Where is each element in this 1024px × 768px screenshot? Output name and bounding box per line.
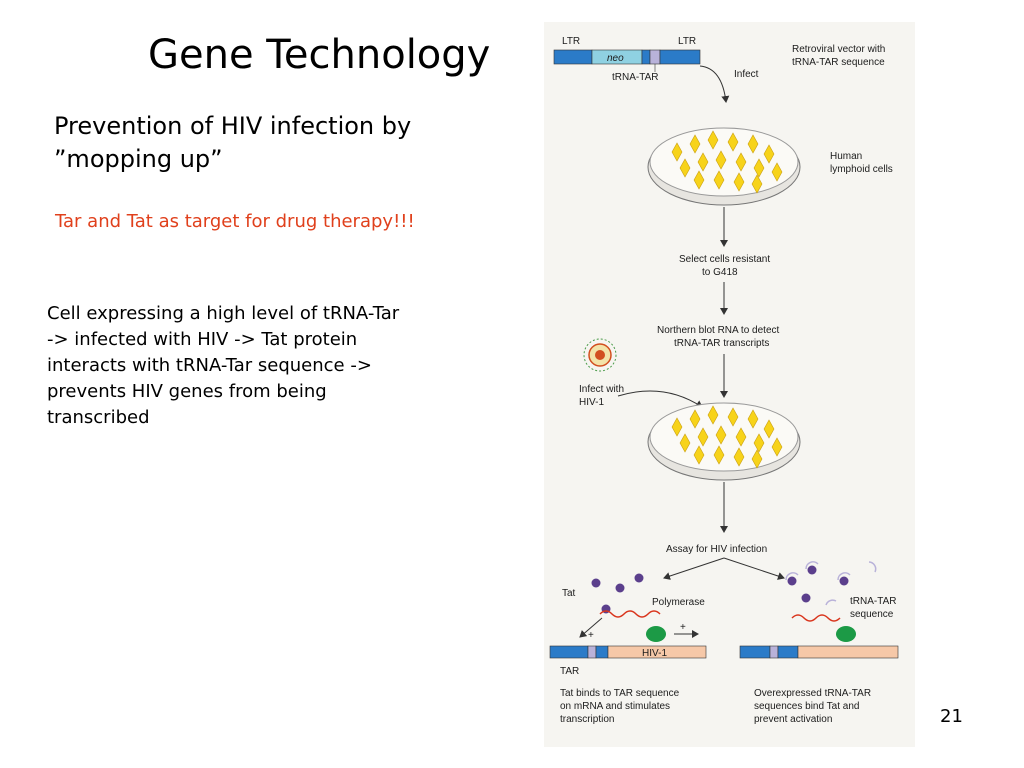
ltr-right-label: LTR [678, 36, 696, 47]
body-line-4: prevents HIV genes from being [47, 381, 327, 402]
trna-tar-vector-label: tRNA-TAR [612, 72, 658, 83]
subtitle: Prevention of HIV infection by ”mopping … [54, 110, 494, 176]
slide-title: Gene Technology [148, 32, 491, 78]
retroviral-caption-line-1: Retroviral vector with [792, 44, 885, 55]
figure-svg: LTR LTR neo tRNA-TAR Infect Retroviral v… [549, 36, 899, 725]
select-step-line-1: Select cells resistant [679, 254, 770, 265]
petri-dish-2 [647, 402, 801, 481]
retroviral-vector: LTR LTR neo tRNA-TAR Infect Retroviral v… [553, 36, 885, 103]
body-line-3: interacts with tRNA-Tar sequence -> [47, 355, 372, 376]
right-caption-line-3: prevent activation [754, 714, 832, 725]
drug-therapy-note: Tar and Tat as target for drug therapy!!… [55, 211, 415, 232]
retroviral-caption-line-2: tRNA-TAR sequence [792, 57, 885, 68]
northern-step-line-2: tRNA-TAR transcripts [674, 338, 769, 349]
left-caption-line-2: on mRNA and stimulates [560, 701, 670, 712]
infect-hiv-line-2: HIV-1 [579, 397, 604, 408]
body-line-5: transcribed [47, 407, 150, 428]
lymphoid-caption-line-1: Human [830, 151, 862, 162]
body-text: Cell expressing a high level of tRNA-Tar… [47, 301, 487, 431]
trna-tar-panel-line-2: sequence [850, 609, 894, 620]
tat-binding-panel: Tat Polymerase + + HIV-1 TAR Tat binds t… [549, 573, 707, 725]
infect-hiv-line-1: Infect with [579, 384, 624, 395]
lymphoid-caption-line-2: lymphoid cells [830, 164, 893, 175]
body-line-2: -> infected with HIV -> Tat protein [47, 329, 358, 350]
polymerase-label: Polymerase [652, 597, 705, 608]
trna-tar-panel-line-1: tRNA-TAR [850, 596, 896, 607]
subtitle-line-1: Prevention of HIV infection by [54, 112, 412, 140]
neo-label: neo [607, 53, 624, 64]
subtitle-line-2: ”mopping up” [54, 145, 223, 173]
plus-left: + [588, 630, 594, 641]
hiv-mopping-up-figure: LTR LTR neo tRNA-TAR Infect Retroviral v… [544, 22, 915, 747]
right-caption-line-2: sequences bind Tat and [754, 701, 859, 712]
trna-tar-panel: tRNA-TAR sequence Overexpressed tRNA-TAR… [739, 561, 899, 725]
plus-right: + [680, 622, 686, 633]
tar-label: TAR [560, 666, 579, 677]
hiv-label: HIV-1 [642, 648, 667, 659]
petri-dish-1: Human lymphoid cells [647, 127, 893, 206]
northern-step-line-1: Northern blot RNA to detect [657, 325, 780, 336]
tat-label: Tat [562, 588, 576, 599]
assay-step-label: Assay for HIV infection [666, 544, 767, 555]
left-caption-line-1: Tat binds to TAR sequence [560, 688, 680, 699]
body-line-1: Cell expressing a high level of tRNA-Tar [47, 303, 400, 324]
left-caption-line-3: transcription [560, 714, 614, 725]
hiv-virion-icon [583, 338, 617, 372]
select-step-line-2: to G418 [702, 267, 738, 278]
right-caption-line-1: Overexpressed tRNA-TAR [754, 688, 871, 699]
infect-label: Infect [734, 69, 759, 80]
page-number: 21 [940, 706, 963, 727]
ltr-left-label: LTR [562, 36, 580, 47]
